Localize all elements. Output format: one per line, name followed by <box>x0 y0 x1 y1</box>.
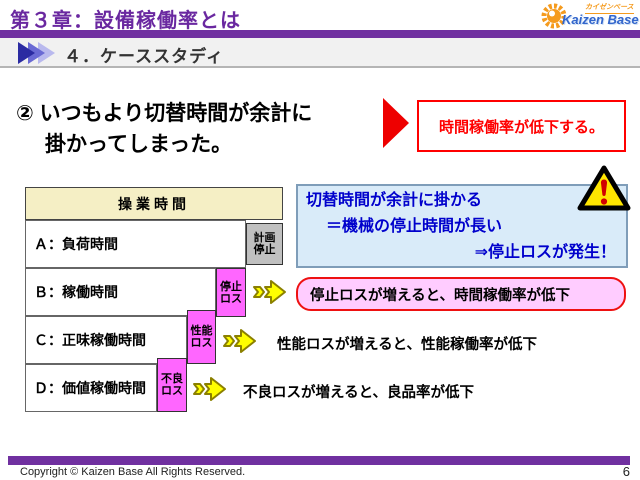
logo-tagline: カイゼンベース <box>585 2 634 14</box>
red-arrow-icon <box>383 98 409 148</box>
defect-loss-box: 不良 ロス <box>157 358 187 412</box>
performance-loss-callout: 性能ロスが増えると、性能稼働率が低下 <box>277 337 537 353</box>
header-divider-bar <box>0 30 640 38</box>
result-box: 時間稼働率が低下する。 <box>417 100 626 152</box>
row-d-label: Ｄ：価値稼働時間 <box>34 380 146 396</box>
case-statement: ② いつもより切替時間が余計に 掛かってしまった。 <box>16 98 312 160</box>
stop-loss-box: 停止 ロス <box>216 268 246 317</box>
result-text: 時間稼働率が低下する。 <box>438 118 604 136</box>
yellow-arrow-icon <box>253 280 286 304</box>
logo-name: Kaizen Base <box>562 12 639 27</box>
table-row-b: Ｂ：稼働時間 <box>25 268 216 316</box>
copyright-text: Copyright © Kaizen Base All Rights Reser… <box>20 466 246 478</box>
stop-loss-callout-text: 停止ロスが増えると、時間稼働率が低下 <box>310 287 570 304</box>
table-header-cell: 操業時間 <box>25 187 283 220</box>
row-a-label: Ａ：負荷時間 <box>34 236 118 252</box>
gear-icon <box>541 3 567 29</box>
table-row-a: Ａ：負荷時間 <box>25 220 246 268</box>
kaizen-base-logo: カイゼンベース Kaizen Base <box>541 1 639 30</box>
section-subheader: ４．ケーススタディ <box>0 38 640 68</box>
performance-loss-box: 性能 ロス <box>187 310 216 364</box>
row-b-label: Ｂ：稼働時間 <box>34 284 118 300</box>
triple-arrow-icon <box>18 42 55 64</box>
case-statement-line2: 掛かってしまった。 <box>45 133 233 156</box>
note-box: 切替時間が余計に掛かる ＝機械の停止時間が長い ⇒停止ロスが発生！ <box>296 184 628 268</box>
yellow-arrow-icon <box>223 329 256 353</box>
note-line1: 切替時間が余計に掛かる <box>306 192 483 209</box>
section-title: ４．ケーススタディ <box>64 47 224 66</box>
table-row-c: Ｃ：正味稼働時間 <box>25 316 187 364</box>
planned-stop-box: 計画 停止 <box>246 223 283 265</box>
footer-divider-bar <box>8 456 630 465</box>
yellow-arrow-icon <box>193 377 226 401</box>
warning-icon <box>577 165 631 211</box>
case-statement-line1: ② いつもより切替時間が余計に <box>16 102 313 125</box>
stop-loss-callout: 停止ロスが増えると、時間稼働率が低下 <box>296 277 626 311</box>
table-row-d: Ｄ：価値稼働時間 <box>25 364 157 412</box>
page-number: 6 <box>622 464 630 479</box>
note-line3: ⇒停止ロスが発生！ <box>474 244 616 261</box>
table-header-label: 操業時間 <box>118 195 190 212</box>
page-title: 第３章：設備稼働率とは <box>10 10 241 32</box>
defect-loss-callout: 不良ロスが増えると、良品率が低下 <box>243 385 474 401</box>
note-line2: ＝機械の停止時間が長い <box>326 218 503 235</box>
row-c-label: Ｃ：正味稼働時間 <box>34 332 146 348</box>
